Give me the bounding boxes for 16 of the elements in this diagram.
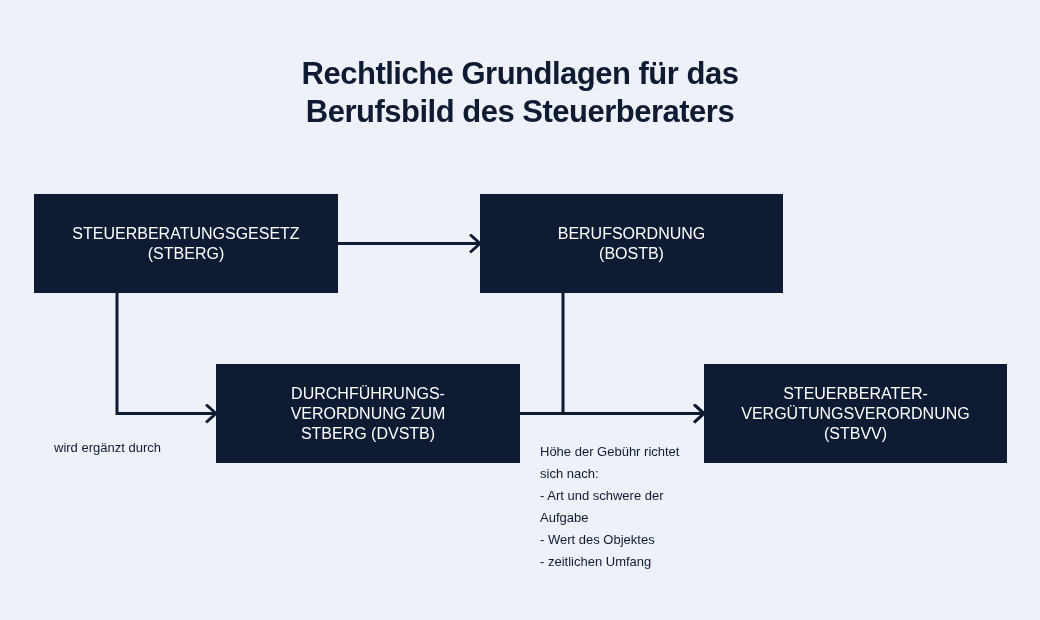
note-text: - Wert des Objektes <box>540 531 656 549</box>
arrow <box>115 293 218 424</box>
arrow <box>520 403 706 424</box>
law-name: BERUFSORDNUNG (BOSTB) <box>556 223 707 264</box>
law-box <box>216 364 520 463</box>
note-text: - Art und schwere der Aufgabe <box>540 487 665 527</box>
law-box <box>34 194 338 293</box>
law-box <box>704 364 1007 463</box>
law-name: STEUERBERATUNGSGESETZ (STBERG) <box>71 223 301 264</box>
law-name: STEUERBERATER- VERGÜTUNGSVERORDNUNG (STBVV) <box>740 383 971 444</box>
law-box <box>480 194 783 293</box>
note-text: Höhe der Gebühr richtet sich nach: <box>540 443 681 483</box>
law-name: DURCHFÜHRUNGS- VERORDNUNG ZUM STBERG (DVSTB) <box>289 383 447 444</box>
title: Rechtliche Grundlagen für das Berufsbild des Steuerberaters <box>300 55 740 131</box>
arrow <box>338 233 482 254</box>
note-text: - zeitlichen Umfang <box>540 553 653 571</box>
